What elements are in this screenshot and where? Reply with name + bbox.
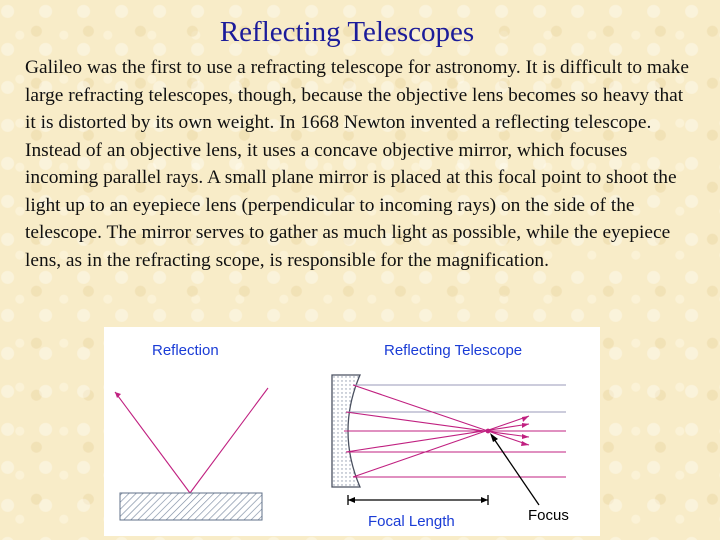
body-paragraph: Galileo was the first to use a refractin… <box>25 57 689 271</box>
focal-length-label: Focal Length <box>368 513 455 530</box>
reflected-ray-4 <box>345 423 530 453</box>
slide-title: Reflecting Telescopes <box>219 16 475 48</box>
telescope-reflected-rays <box>345 384 530 478</box>
reflection-rays <box>114 387 269 494</box>
incident-ray-arrowhead <box>115 392 121 398</box>
focal-length-dimension <box>347 495 489 505</box>
reflection-label: Reflection <box>152 342 219 359</box>
telescope-incoming-rays <box>344 384 566 478</box>
reflected-ray <box>189 387 269 494</box>
diagram-canvas: Reflection Reflecting Telescope <box>114 342 569 530</box>
focal-point-marker <box>485 428 491 434</box>
reflected-ray-2 <box>345 411 530 438</box>
focus-pointer-arrowhead <box>490 433 498 442</box>
reflecting-telescope-label: Reflecting Telescope <box>384 342 522 359</box>
reflected-ray-5 <box>352 415 530 478</box>
incident-ray <box>114 391 191 494</box>
reflection-diagram-figure: Reflection Reflecting Telescope <box>104 327 600 536</box>
focus-pointer-line <box>491 435 540 506</box>
plane-mirror-surface <box>119 492 263 521</box>
focus-label: Focus <box>528 507 569 524</box>
reflected-ray-1 <box>352 384 530 446</box>
